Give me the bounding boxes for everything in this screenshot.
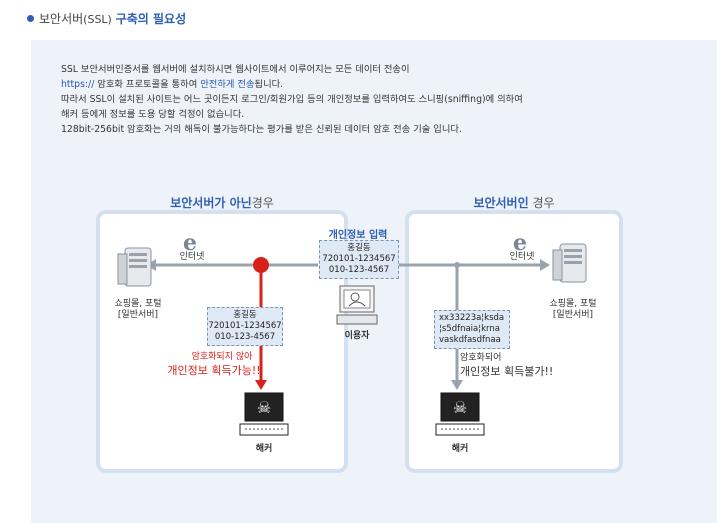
- input-title: 개인정보 입력: [328, 230, 388, 241]
- right-server-icon: [552, 243, 587, 283]
- non-ssl-title: 보안서버가 아닌경우: [170, 196, 274, 210]
- intro-line-5: 128bit-256bit 암호화는 거의 해독이 불가능하다는 평가를 받은 …: [61, 124, 462, 135]
- right-hacker-label: 해커: [451, 444, 469, 454]
- title-prefix: 보안서버: [39, 12, 84, 26]
- left-internet-icon: e: [183, 230, 197, 256]
- left-hacker-icon: ☠: [239, 392, 289, 436]
- ssl-intercept-point: [454, 262, 460, 268]
- intro-line-3: 따라서 SSL이 설치된 사이트는 어느 곳이든지 로그인/회원가입 등의 개인…: [61, 94, 523, 105]
- intercept-arrow-head: [255, 380, 267, 390]
- left-server-icon: [117, 247, 152, 287]
- left-server-label: 쇼핑몰, 포털[일반서버]: [114, 299, 162, 320]
- title-strong: 구축의 필요성: [115, 12, 187, 26]
- section-title: 보안서버(SSL) 구축의 필요성: [27, 10, 186, 27]
- intro-text: SSL 보안서버인증서를 웹서버에 설치하시면 웹사이트에서 이루어지는 모든 …: [61, 62, 701, 137]
- right-server-label: 쇼핑몰, 포털[일반서버]: [549, 299, 597, 320]
- ssl-note-2: 개인정보 획득불가!!: [460, 365, 554, 378]
- left-internet-label: 인터넷: [179, 252, 205, 262]
- user-computer-icon: [336, 285, 378, 325]
- right-internet-label: 인터넷: [509, 252, 535, 262]
- intro-line-4: 해커 등에게 정보를 도용 당할 걱정이 없습니다.: [61, 109, 245, 120]
- left-warning-2: 개인정보 획득가능!!: [167, 364, 261, 377]
- intercept-point: [253, 257, 269, 273]
- right-hacker-icon: ☠: [435, 392, 485, 436]
- left-hacker-label: 해커: [255, 444, 273, 454]
- title-ssl: (SSL): [83, 13, 112, 26]
- user-label: 이용자: [344, 331, 370, 341]
- right-internet-icon: e: [513, 230, 527, 256]
- ssl-note-1: 암호화되어: [460, 353, 502, 363]
- svg-text:☠: ☠: [257, 398, 271, 417]
- ssl-intercept-arrow-head: [451, 380, 463, 390]
- https-link[interactable]: https://: [61, 79, 95, 90]
- svg-text:☠: ☠: [453, 398, 467, 417]
- ssl-title: 보안서버인 경우: [473, 196, 555, 210]
- intro-line-1: SSL 보안서버인증서를 웹서버에 설치하시면 웹사이트에서 이루어지는 모든 …: [61, 64, 410, 75]
- right-arrow-head: [540, 259, 550, 271]
- bullet-icon: [27, 15, 34, 22]
- left-warning-1: 암호화되지 않아: [191, 352, 253, 362]
- intro-line-2: https:// 암호화 프로토콜을 통하여 안전하게 전송됩니다.: [61, 79, 284, 90]
